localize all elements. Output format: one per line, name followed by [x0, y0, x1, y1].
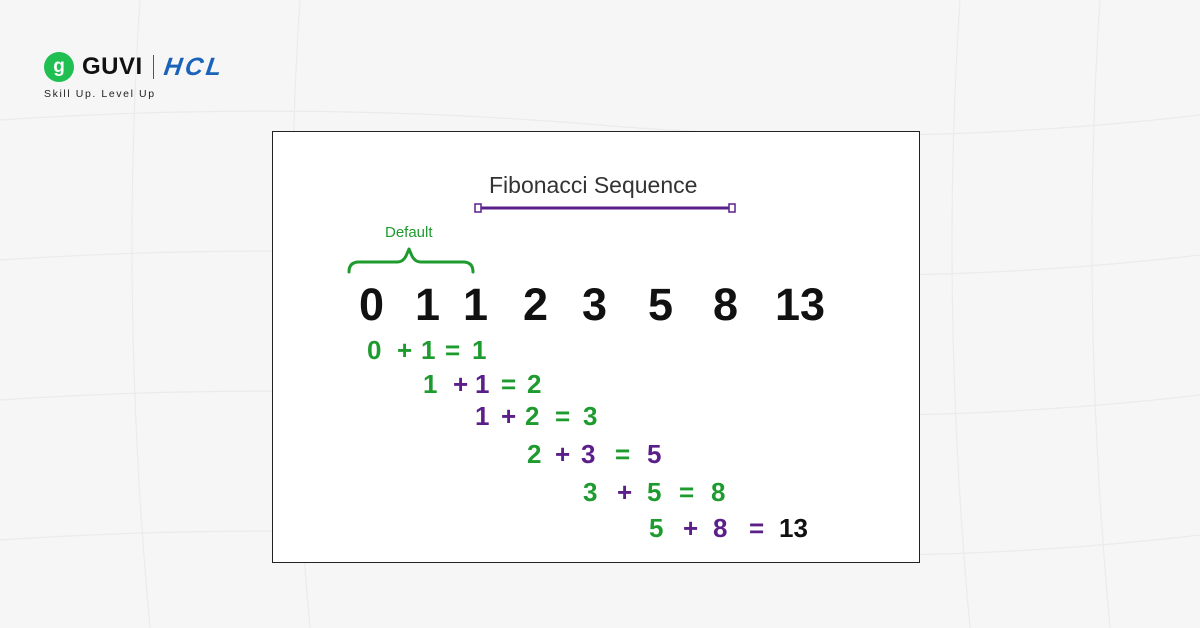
equation-operator: + — [397, 335, 413, 365]
sequence-number: 1 — [463, 279, 489, 330]
equation-equals: = — [749, 513, 765, 543]
default-brace — [347, 247, 475, 274]
equation-operand: 3 — [581, 439, 596, 469]
equation-equals: = — [445, 335, 461, 365]
equation-operand: 5 — [647, 477, 662, 507]
equation-result: 2 — [527, 369, 542, 399]
sequence-number: 5 — [648, 279, 674, 330]
equation-operand: 8 — [713, 513, 728, 543]
equation-operand: 5 — [649, 513, 664, 543]
equation-equals: = — [679, 477, 695, 507]
equation-operand: 2 — [527, 439, 542, 469]
equation-result: 1 — [472, 335, 487, 365]
sequence-number: 8 — [713, 279, 739, 330]
sequence-number: 1 — [415, 279, 441, 330]
guvi-logo-icon: g — [44, 52, 74, 82]
equation-operand: 1 — [475, 369, 490, 399]
equation-operand: 3 — [583, 477, 598, 507]
brand-tagline: Skill Up. Level Up — [44, 88, 156, 100]
equation-operator: + — [683, 513, 699, 543]
equation-result: 5 — [647, 439, 662, 469]
hcl-name: HCL — [162, 52, 227, 81]
diagram-card: Fibonacci Sequence Default 0 1 1 2 3 5 8… — [272, 131, 920, 563]
equation-result: 8 — [711, 477, 726, 507]
diagram-title: Fibonacci Sequence — [489, 172, 698, 198]
title-underline — [474, 203, 736, 213]
equation-operand: 1 — [423, 369, 438, 399]
equation-equals: = — [501, 369, 517, 399]
equation-operand: 1 — [421, 335, 436, 365]
equation-result: 3 — [583, 401, 598, 431]
sequence-number: 2 — [523, 279, 549, 330]
sequence-number: 0 — [359, 279, 385, 330]
equation-operator: + — [453, 369, 469, 399]
guvi-name: GUVI — [82, 53, 143, 80]
equation-operator: + — [555, 439, 571, 469]
default-label: Default — [385, 224, 433, 241]
brand-logo: g GUVI HCL Skill Up. Level Up — [44, 52, 227, 100]
sequence-number: 13 — [775, 279, 826, 330]
diagram-graphics — [347, 203, 736, 274]
equation-operand: 2 — [525, 401, 540, 431]
equation-equals: = — [615, 439, 631, 469]
equation-result: 13 — [779, 513, 808, 543]
brand-divider — [152, 55, 155, 79]
equation-operand: 1 — [475, 401, 490, 431]
equation-operand: 0 — [367, 335, 382, 365]
equation-equals: = — [555, 401, 571, 431]
equation-operator: + — [501, 401, 517, 431]
sequence-number: 3 — [582, 279, 608, 330]
equation-operator: + — [617, 477, 633, 507]
